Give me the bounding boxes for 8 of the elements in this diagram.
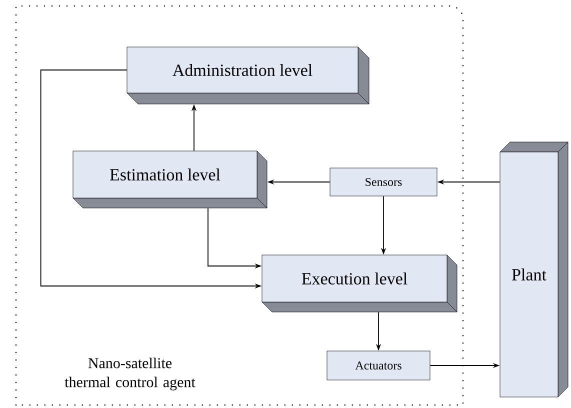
process-box: Actuators <box>326 350 430 380</box>
level-block: Estimation level <box>72 150 268 208</box>
level-block: Execution level <box>262 254 458 312</box>
plant-block: Plant <box>500 142 568 398</box>
boundary-label: Nano-satellite thermal control agent <box>64 358 196 390</box>
agent-boundary <box>15 5 464 406</box>
process-box: Sensors <box>330 168 438 196</box>
level-block: Administration level <box>126 46 370 104</box>
